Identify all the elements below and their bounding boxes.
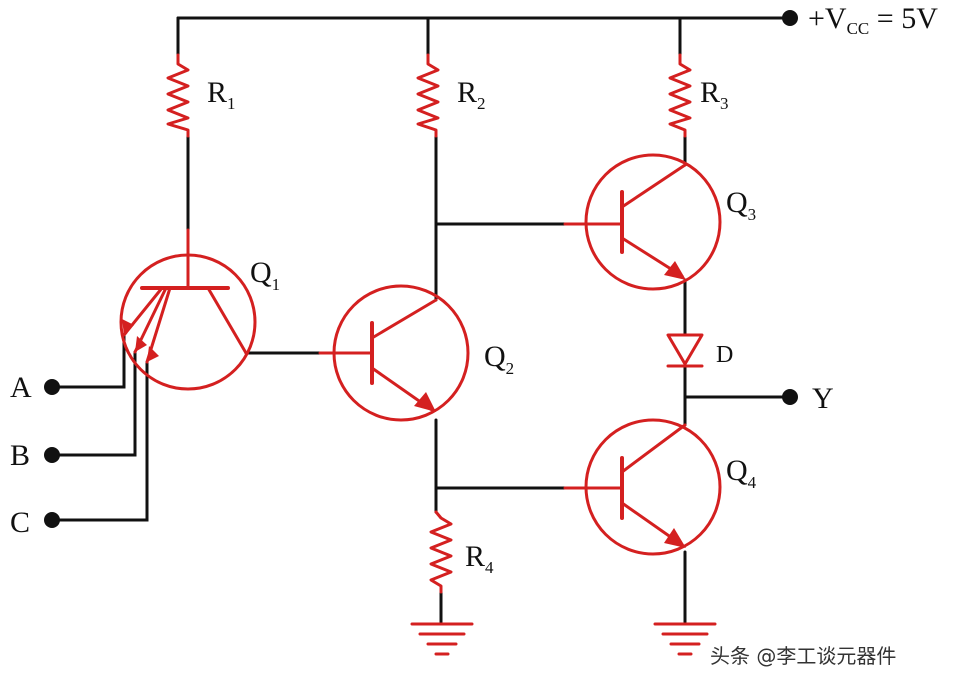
ground-q4 xyxy=(653,622,717,656)
output-y-terminal xyxy=(782,389,798,405)
label-r3: R3 xyxy=(700,76,729,113)
transistor-q3 xyxy=(563,153,722,291)
label-input-a: A xyxy=(10,371,32,404)
transistor-q1 xyxy=(119,228,257,391)
label-q4: Q4 xyxy=(726,454,757,492)
label-input-c: C xyxy=(10,506,30,539)
resistor-r4 xyxy=(429,510,453,594)
label-q1: Q1 xyxy=(250,256,280,294)
label-r4: R4 xyxy=(465,540,494,577)
label-q2: Q2 xyxy=(484,340,514,378)
input-b-terminal xyxy=(44,447,60,463)
label-r2: R2 xyxy=(457,76,486,113)
label-diode: D xyxy=(716,342,733,368)
input-c-terminal xyxy=(44,512,60,528)
transistor-q2 xyxy=(318,284,470,422)
wiring xyxy=(50,16,792,624)
label-input-b: B xyxy=(10,439,30,472)
resistor-r3 xyxy=(668,53,692,138)
vcc-terminal xyxy=(782,10,798,26)
input-a-terminal xyxy=(44,379,60,395)
label-output-y: Y xyxy=(812,382,834,415)
ground-r4 xyxy=(410,622,474,656)
diode-d xyxy=(666,333,704,368)
watermark-text: 头条 @李工谈元器件 xyxy=(710,644,896,668)
supply-label: +VCC = 5V xyxy=(808,2,938,38)
transistor-q4 xyxy=(563,418,722,556)
resistor-r1 xyxy=(166,53,190,138)
label-q3: Q3 xyxy=(726,186,756,224)
label-r1: R1 xyxy=(207,76,236,113)
resistor-r2 xyxy=(416,53,440,138)
